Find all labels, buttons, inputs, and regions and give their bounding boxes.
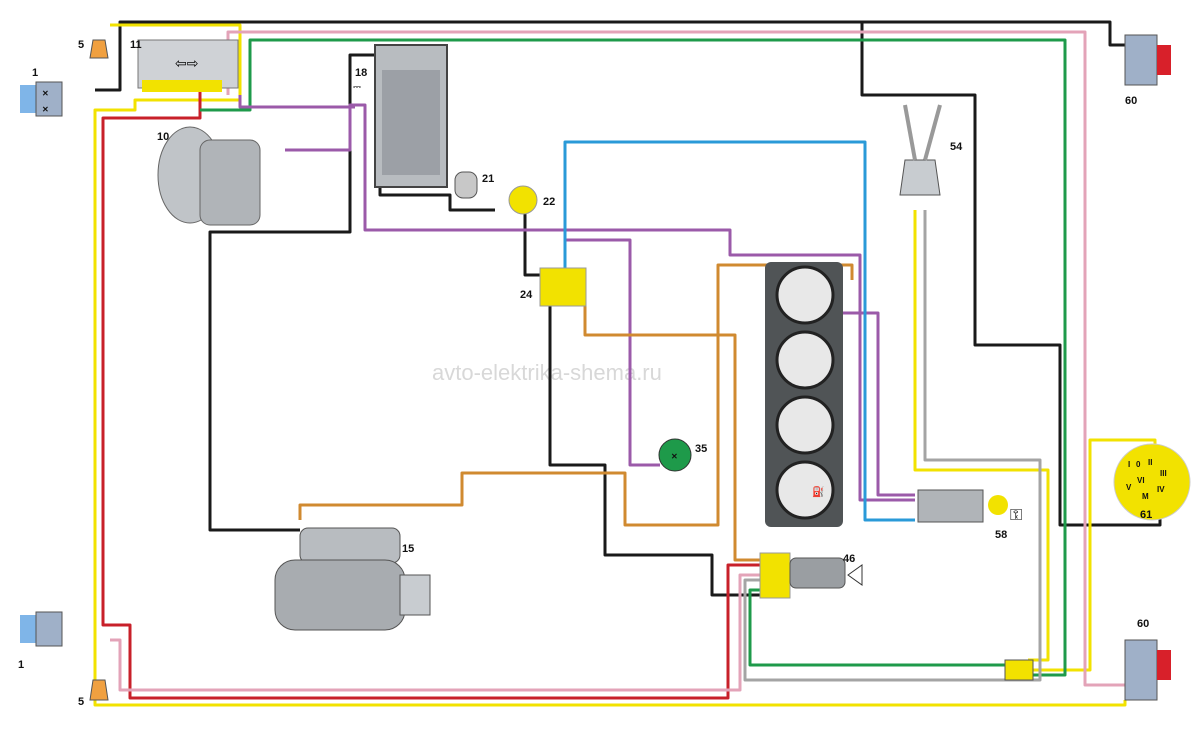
relay-box-11: ⇦⇨ 11: [130, 39, 239, 92]
svg-text:54: 54: [950, 141, 963, 153]
wire-black-battery: [208, 53, 380, 532]
svg-text:5: 5: [78, 39, 84, 51]
svg-text:18: 18: [355, 67, 367, 79]
wire-purple-dash: [840, 311, 915, 497]
svg-text:61: 61: [1140, 509, 1152, 521]
switch-21: 21: [454, 171, 494, 199]
svg-text:0: 0: [1136, 460, 1141, 469]
svg-text:VI: VI: [1137, 476, 1145, 485]
wire-black-21: [378, 180, 495, 212]
svg-text:46: 46: [843, 553, 855, 565]
svg-text:✕: ✕: [42, 89, 49, 98]
sensor-22: 22: [508, 185, 555, 215]
watermark: avto-elektrika-shema.ru: [432, 360, 662, 385]
svg-text:24: 24: [520, 289, 533, 301]
wire-gray: [743, 210, 1042, 682]
rear-light-top-60: 60: [1124, 34, 1171, 107]
wire-pink2: [110, 573, 760, 692]
svg-text:II: II: [1148, 458, 1152, 467]
svg-text:III: III: [1160, 469, 1167, 478]
svg-text:I: I: [1128, 460, 1130, 469]
sidelight-left-top: 5: [78, 39, 109, 59]
battery-18: 18 ⎓: [353, 44, 448, 188]
wire-black-top: [95, 20, 1125, 92]
starter-15: 15: [274, 527, 431, 631]
svg-text:60: 60: [1137, 618, 1149, 630]
svg-text:10: 10: [157, 131, 169, 143]
svg-text:1: 1: [32, 67, 38, 79]
svg-text:11: 11: [130, 39, 142, 51]
fuel-icon: ⛽: [812, 485, 824, 498]
svg-text:21: 21: [482, 173, 494, 185]
wire-yellow-stalk: [913, 210, 1050, 662]
stalk-switch-54: 54: [899, 104, 963, 196]
sensor-35: ✕ 35: [658, 438, 707, 472]
instrument-switch-46: 46: [759, 552, 863, 599]
svg-text:✕: ✕: [671, 452, 678, 461]
wires: [93, 20, 1162, 707]
wire-green: [200, 38, 1067, 677]
svg-text:58: 58: [995, 529, 1007, 541]
ignition-lock-58: ⚿ 58: [917, 489, 1022, 541]
battery-icon: ⎓: [353, 82, 361, 93]
svg-text:15: 15: [402, 543, 414, 555]
wire-yellow-outer: [93, 23, 1127, 707]
svg-text:22: 22: [543, 196, 555, 208]
wire-purple-gen: [285, 103, 915, 502]
instrument-cluster: ⛽: [765, 262, 843, 527]
relay-24: 24: [520, 267, 587, 307]
headlight-left-bottom: 1: [18, 611, 63, 671]
wire-black-24: [523, 205, 760, 597]
headlight-left-top: ✕ ✕ 1: [20, 67, 63, 117]
svg-text:5: 5: [78, 696, 84, 708]
rear-light-bottom-60: 60: [1124, 618, 1171, 701]
connector-block: [1004, 659, 1034, 681]
generator-10: 10: [157, 126, 261, 226]
wire-green2: [748, 588, 1005, 667]
wire-black-right: [860, 22, 1162, 527]
svg-text:60: 60: [1125, 95, 1137, 107]
ignition-switch-61: I 0 II III VI V M IV 61: [1113, 443, 1191, 521]
svg-text:IV: IV: [1157, 485, 1165, 494]
wire-blue: [563, 140, 915, 522]
svg-text:V: V: [1126, 483, 1132, 492]
sidelight-left-bottom: 5: [78, 679, 109, 708]
wire-red: [101, 82, 760, 700]
wire-purple-35: [238, 95, 355, 109]
turn-arrows-icon: ⇦⇨: [175, 55, 199, 71]
svg-text:✕: ✕: [42, 105, 49, 114]
svg-text:M: M: [1142, 492, 1149, 501]
svg-text:1: 1: [18, 659, 24, 671]
wire-orange2: [565, 303, 760, 562]
svg-text:35: 35: [695, 443, 707, 455]
key-icon: ⚿: [1010, 507, 1022, 524]
